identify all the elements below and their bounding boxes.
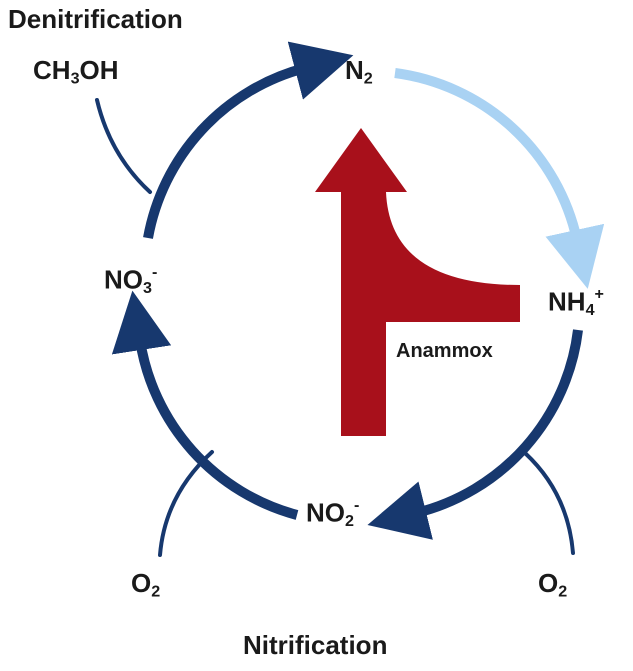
anammox-label: Anammox: [396, 340, 493, 362]
o2-left-input-curve: [158, 450, 214, 557]
methanol-label: CH3OH: [33, 55, 119, 88]
anammox-arrow: [315, 128, 520, 436]
arrow-no3-to-n2: [143, 41, 354, 239]
arrow-no2-to-no3: [111, 290, 299, 520]
arrow-n2-to-nh4: [394, 68, 605, 289]
nh4-label: NH4+: [548, 285, 604, 319]
o2-right-label: O2: [538, 568, 568, 601]
o2-right-input-curve: [523, 451, 575, 555]
denitrification-label: Denitrification: [8, 4, 183, 34]
no2-label: NO2-: [306, 496, 360, 530]
methanol-input-curve: [95, 98, 152, 194]
arrow-nh4-to-no2: [367, 329, 583, 540]
o2-left-label: O2: [131, 568, 161, 601]
no3-label: NO3-: [104, 263, 158, 297]
nitrification-label: Nitrification: [243, 630, 388, 660]
n2-label: N2: [345, 55, 373, 88]
